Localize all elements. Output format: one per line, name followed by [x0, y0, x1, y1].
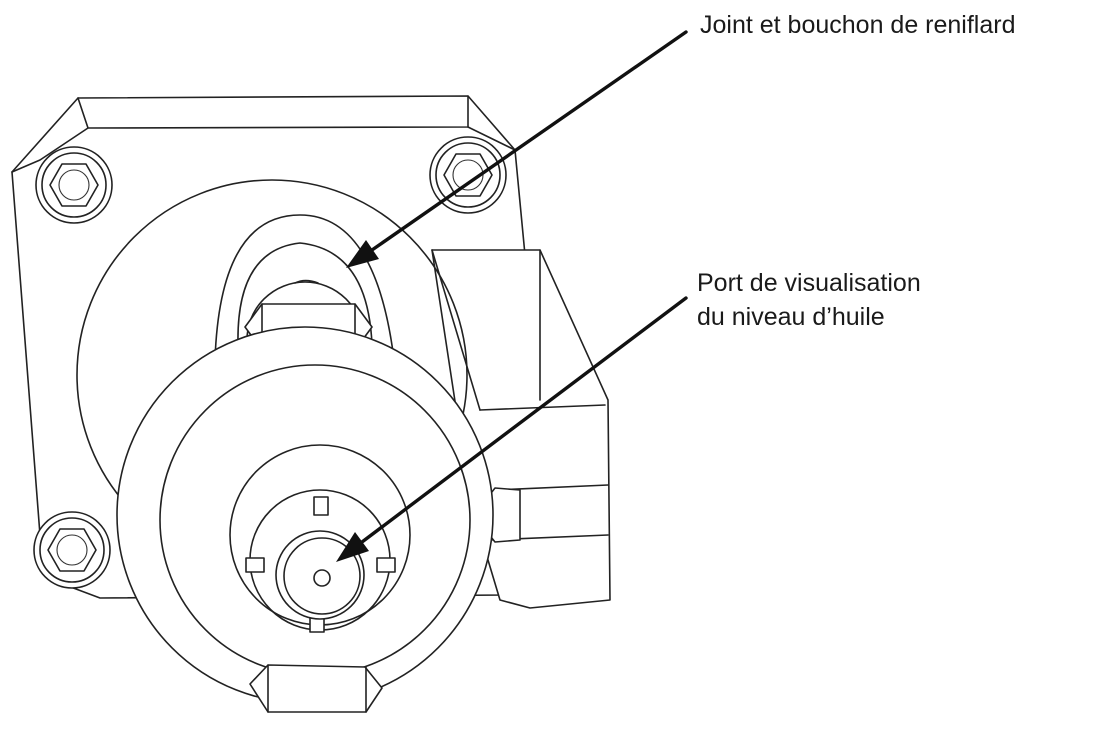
callout-arrow-breather	[346, 30, 688, 268]
bolt-top-left	[35, 146, 113, 224]
output-cover	[116, 326, 494, 704]
callout-oil-sight-line-1: Port de visualisation	[697, 269, 921, 297]
callout-breather-label: Joint et bouchon de reniflard	[700, 8, 1016, 42]
drain-plug	[249, 664, 383, 713]
callout-oil-sight-line-2: du niveau d’huile	[697, 303, 885, 331]
bolt-bottom-left	[33, 511, 111, 589]
callout-oil-sight-label: Port de visualisation du niveau d’huile	[697, 266, 921, 334]
bolt-top-right	[429, 136, 507, 214]
callout-arrow-oil-sight	[336, 296, 688, 562]
callout-breather-text: Joint et bouchon de reniflard	[700, 11, 1016, 39]
